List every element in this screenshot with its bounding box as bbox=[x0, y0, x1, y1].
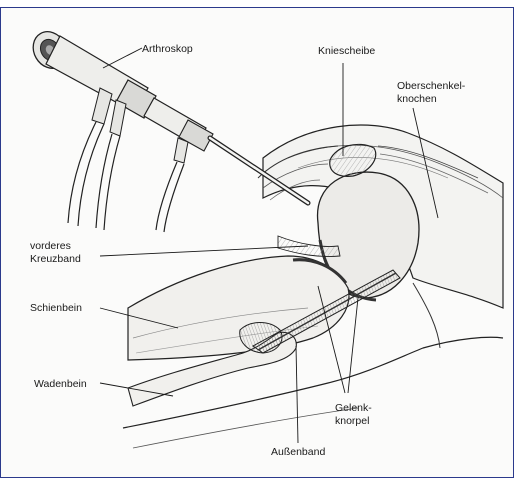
label-oberschenkelknochen-2: knochen bbox=[397, 93, 437, 105]
top-rule bbox=[0, 0, 514, 8]
arthroscope bbox=[27, 26, 308, 232]
label-gelenkknorpel-2: knorpel bbox=[335, 415, 369, 427]
label-oberschenkelknochen-1: Oberschenkel- bbox=[397, 80, 465, 92]
tibia bbox=[128, 256, 349, 360]
label-vorderes-kreuzband-2: Kreuzband bbox=[30, 253, 81, 265]
label-aussenband: Außenband bbox=[271, 446, 325, 458]
knee-arthroscopy-illustration bbox=[8, 8, 508, 474]
label-vorderes-kreuzband-1: vorderes bbox=[30, 240, 71, 252]
label-arthroskop: Arthroskop bbox=[142, 43, 193, 55]
label-schienbein: Schienbein bbox=[30, 302, 82, 314]
label-gelenkknorpel-1: Gelenk- bbox=[335, 402, 372, 414]
label-kniescheibe: Kniescheibe bbox=[318, 45, 375, 57]
label-wadenbein: Wadenbein bbox=[34, 378, 87, 390]
